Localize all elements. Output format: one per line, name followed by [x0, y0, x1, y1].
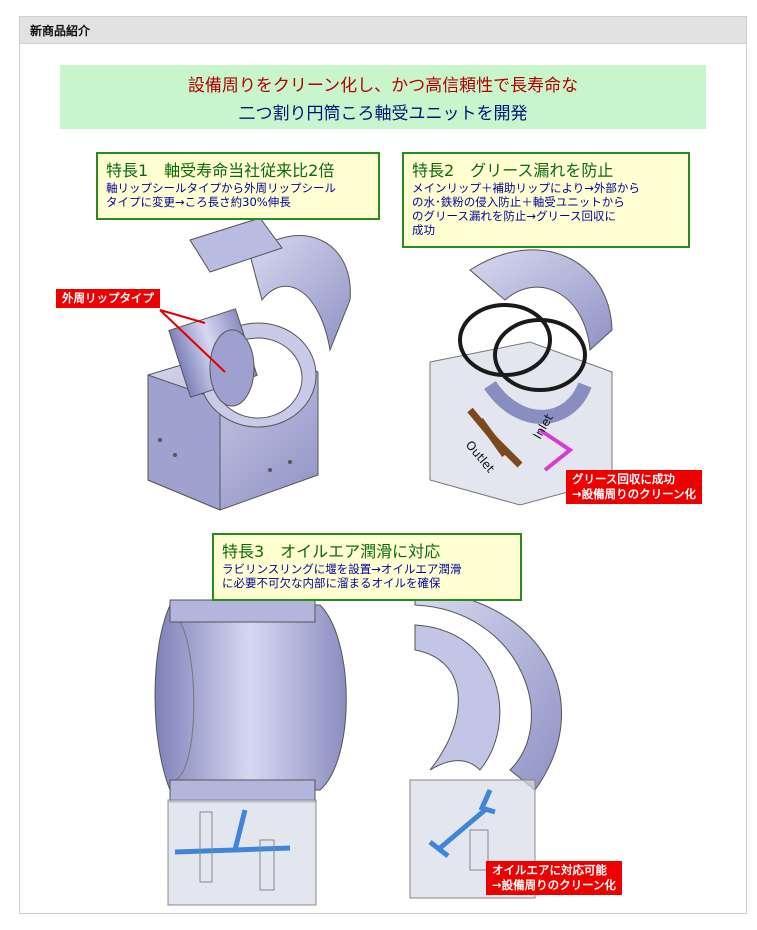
- bearing-unit-illustration-3: [154, 599, 347, 906]
- section-title: 新商品紹介: [30, 24, 91, 38]
- bearing-unit-illustration-2: Outlet Inlet: [429, 249, 613, 506]
- headline-banner: 設備周りをクリーン化し、かつ高信頼性で長寿命な 二つ割り円筒ころ軸受ユニットを開…: [60, 65, 706, 129]
- feature-3-title: 特長3 オイルエア潤滑に対応: [222, 542, 441, 561]
- bearing-unit-illustration-4: [409, 589, 562, 899]
- feature-box-1: 特長1 軸受寿命当社従来比2倍 軸リップシールタイプから外周リップシール タイプ…: [96, 152, 380, 220]
- grease-callout-line-1: グリース回収に成功: [572, 472, 675, 486]
- oil-callout-line-2: →設備周りのクリーン化: [492, 878, 617, 892]
- feature-1-desc-line-1: 軸リップシールタイプから外周リップシール: [106, 181, 336, 195]
- feature-2-title: 特長2 グリース漏れを防止: [412, 161, 614, 180]
- section-header: 新商品紹介: [20, 17, 746, 44]
- lip-type-text: 外周リップタイプ: [62, 291, 154, 305]
- feature-2-desc-line-1: メインリップ＋補助リップにより→外部から: [412, 181, 640, 195]
- feature-1-desc-line-2: タイプに変更→ころ長さ約30%伸長: [106, 195, 291, 209]
- bearing-unit-illustration-1: [147, 217, 351, 511]
- oil-callout-line-1: オイルエアに対応可能: [492, 863, 607, 877]
- lip-type-callout: 外周リップタイプ: [56, 289, 160, 308]
- feature-3-desc-line-2: に必要不可欠な内部に溜まるオイルを確保: [222, 576, 441, 590]
- feature-3-desc-line-1: ラビリンスリングに堰を設置→オイルエア潤滑: [222, 562, 462, 576]
- feature-2-desc-line-3: のグリース漏れを防止→グリース回収に: [412, 209, 616, 223]
- grease-callout-line-2: →設備周りのクリーン化: [572, 487, 697, 501]
- headline-line-2: 二つ割り円筒ころ軸受ユニットを開発: [238, 104, 528, 124]
- headline-line-1: 設備周りをクリーン化し、かつ高信頼性で長寿命な: [187, 76, 579, 96]
- oil-air-callout: オイルエアに対応可能 →設備周りのクリーン化: [486, 861, 623, 895]
- feature-2-desc-line-4: 成功: [412, 223, 435, 237]
- feature-1-title: 特長1 軸受寿命当社従来比2倍: [106, 161, 335, 180]
- grease-recovery-callout: グリース回収に成功 →設備周りのクリーン化: [566, 470, 703, 504]
- feature-2-desc-line-2: の水･鉄粉の侵入防止＋軸受ユニットから: [412, 195, 625, 209]
- feature-box-2: 特長2 グリース漏れを防止 メインリップ＋補助リップにより→外部から の水･鉄粉…: [402, 152, 690, 248]
- feature-box-3: 特長3 オイルエア潤滑に対応 ラビリンスリングに堰を設置→オイルエア潤滑 に必要…: [212, 533, 522, 601]
